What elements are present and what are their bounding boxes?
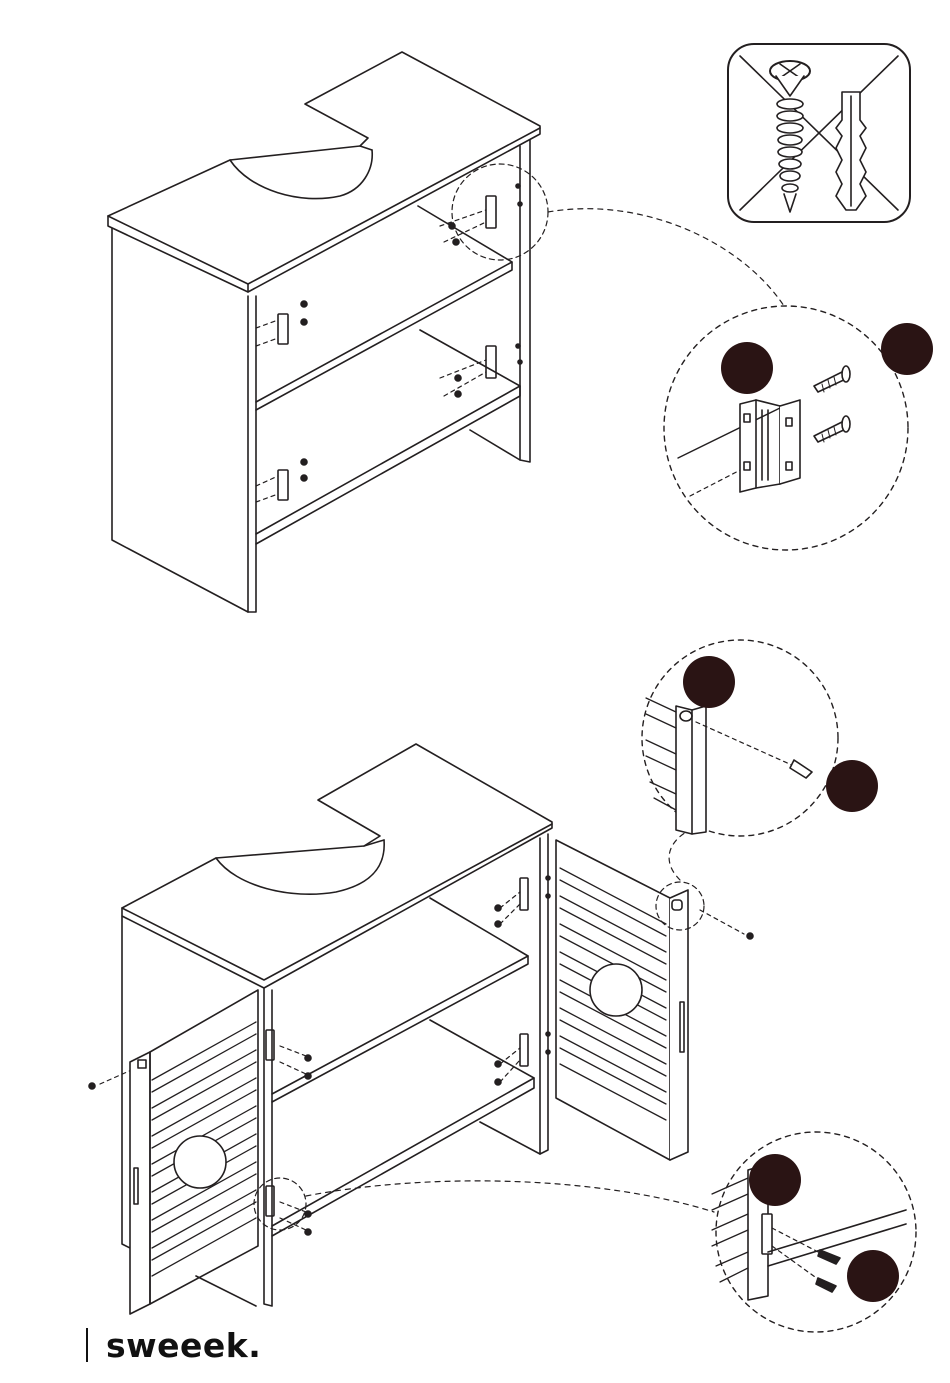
cabinet-frame-bottom xyxy=(89,744,753,1306)
brand-footer: sweeek. xyxy=(86,1320,261,1370)
step-badge-top-right xyxy=(881,323,933,375)
right-door xyxy=(556,840,704,1160)
brand-divider xyxy=(86,1328,88,1362)
handle-screw-detail xyxy=(642,640,838,836)
no-screw-plug-warning-icon xyxy=(728,44,910,222)
cabinet-frame-top xyxy=(108,52,548,612)
brand-logo-text: sweeek. xyxy=(106,1326,261,1365)
step-badge-mid-left xyxy=(683,656,735,708)
step-badge-bottom-right xyxy=(847,1250,899,1302)
hinge-detail-top xyxy=(664,306,908,550)
hinge-detail-bottom xyxy=(712,1132,916,1332)
step-badge-mid-right xyxy=(826,760,878,812)
step-badge-top-left xyxy=(721,342,773,394)
step-badge-bottom-left xyxy=(749,1154,801,1206)
left-door xyxy=(130,990,258,1314)
